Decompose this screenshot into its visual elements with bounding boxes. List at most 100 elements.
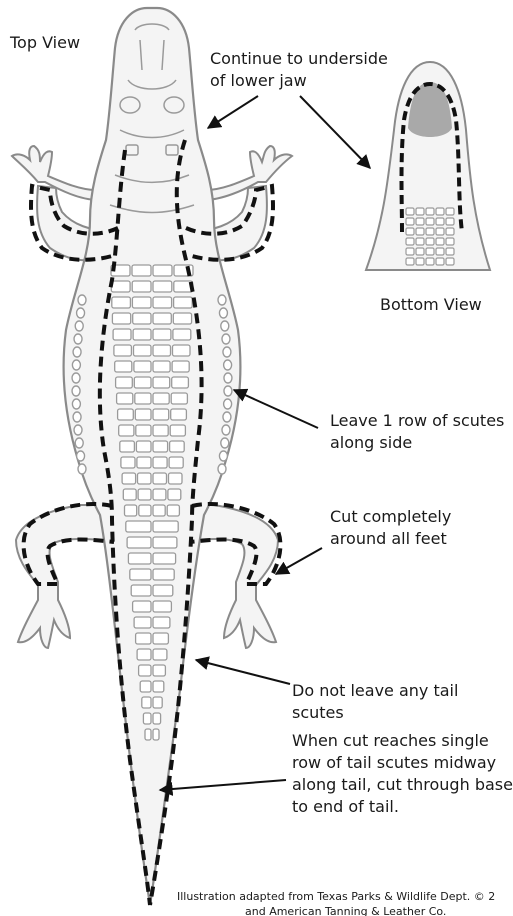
jaw-scute (436, 228, 444, 235)
back-scute (121, 457, 135, 468)
back-scute (169, 473, 183, 484)
side-scute (72, 360, 80, 370)
side-scute (224, 360, 232, 370)
side-scute (219, 308, 227, 318)
arrow-tail-cut (160, 780, 286, 790)
jaw-scute (446, 238, 454, 245)
back-scute (116, 377, 133, 388)
back-scute (153, 441, 168, 452)
back-scute (136, 633, 151, 644)
back-scute (153, 313, 171, 324)
side-scute (72, 399, 80, 409)
back-scute (145, 729, 151, 740)
back-scute (153, 361, 170, 372)
jaw-scute (416, 238, 424, 245)
back-scute (153, 553, 176, 564)
back-scute (167, 505, 179, 516)
credit-line-2: and American Tanning & Leather Co. (245, 905, 446, 916)
back-scute (133, 329, 151, 340)
back-scute (153, 409, 169, 420)
back-scute (153, 569, 174, 580)
jaw-scute (426, 238, 434, 245)
jaw-scute (446, 218, 454, 225)
back-scute (174, 297, 193, 308)
alligator-top-view (12, 8, 292, 905)
side-scute (221, 321, 229, 331)
back-scute (153, 265, 172, 276)
back-scute (153, 697, 162, 708)
side-scute (224, 373, 232, 383)
jaw-scute (436, 248, 444, 255)
back-scute (137, 649, 151, 660)
back-scute (153, 585, 173, 596)
back-scute (153, 473, 167, 484)
back-scute (170, 441, 185, 452)
back-scute (137, 457, 151, 468)
back-scute (153, 345, 171, 356)
back-scute (135, 393, 151, 404)
bottom-view-label: Bottom View (380, 294, 482, 316)
side-scute (222, 334, 230, 344)
back-scute (117, 393, 133, 404)
back-scute (173, 329, 191, 340)
jaw-scute (406, 228, 414, 235)
side-scute (73, 347, 81, 357)
jaw-scute (426, 208, 434, 215)
alligator-bottom-view (366, 62, 490, 270)
side-scute (218, 464, 226, 474)
jaw-scute (416, 218, 424, 225)
jaw-scute (426, 218, 434, 225)
jaw-scute (446, 208, 454, 215)
back-scute (171, 393, 187, 404)
back-scute (127, 537, 151, 548)
jaw-scute (406, 218, 414, 225)
side-scute (219, 451, 227, 461)
side-scute (218, 295, 226, 305)
back-scute (139, 505, 151, 516)
back-scute (153, 633, 168, 644)
back-scute (122, 473, 136, 484)
back-scute (133, 313, 151, 324)
side-scute (72, 373, 80, 383)
back-scute (153, 665, 165, 676)
side-scute (75, 438, 83, 448)
back-scute (153, 601, 171, 612)
side-scute (72, 386, 80, 396)
credit-line-1: Illustration adapted from Texas Parks & … (177, 890, 495, 904)
jaw-scute (406, 258, 414, 265)
tail-scutes-callout: Do not leave any tail scutes (292, 680, 513, 724)
arrow-feet (276, 548, 322, 574)
alligator-body-outline (64, 8, 241, 905)
back-scute (118, 409, 134, 420)
back-scute (143, 713, 151, 724)
back-scute (136, 425, 151, 436)
top-view-label: Top View (10, 32, 80, 54)
arrow-tail-scutes (196, 660, 290, 684)
back-scute (132, 297, 151, 308)
jaw-scute (446, 258, 454, 265)
side-scute (222, 425, 230, 435)
back-scute (138, 489, 151, 500)
tail-cut-callout: When cut reaches single row of tail scut… (292, 730, 513, 818)
jaw-scute (426, 228, 434, 235)
back-scute (134, 377, 151, 388)
arrow-lower-jaw-bottom (300, 96, 370, 168)
back-scute (120, 441, 135, 452)
side-scute (78, 295, 86, 305)
jaw-scute (436, 218, 444, 225)
back-scute (128, 553, 151, 564)
back-scute (169, 457, 183, 468)
back-scute (134, 617, 151, 628)
back-scute (113, 329, 131, 340)
back-scute (153, 281, 172, 292)
back-scute (153, 681, 164, 692)
back-scute (134, 345, 152, 356)
back-scute (139, 665, 151, 676)
side-scute (77, 308, 85, 318)
jaw-scute (416, 208, 424, 215)
back-scute (111, 281, 130, 292)
back-scute (153, 393, 169, 404)
back-scute (138, 473, 152, 484)
side-scute (224, 386, 232, 396)
